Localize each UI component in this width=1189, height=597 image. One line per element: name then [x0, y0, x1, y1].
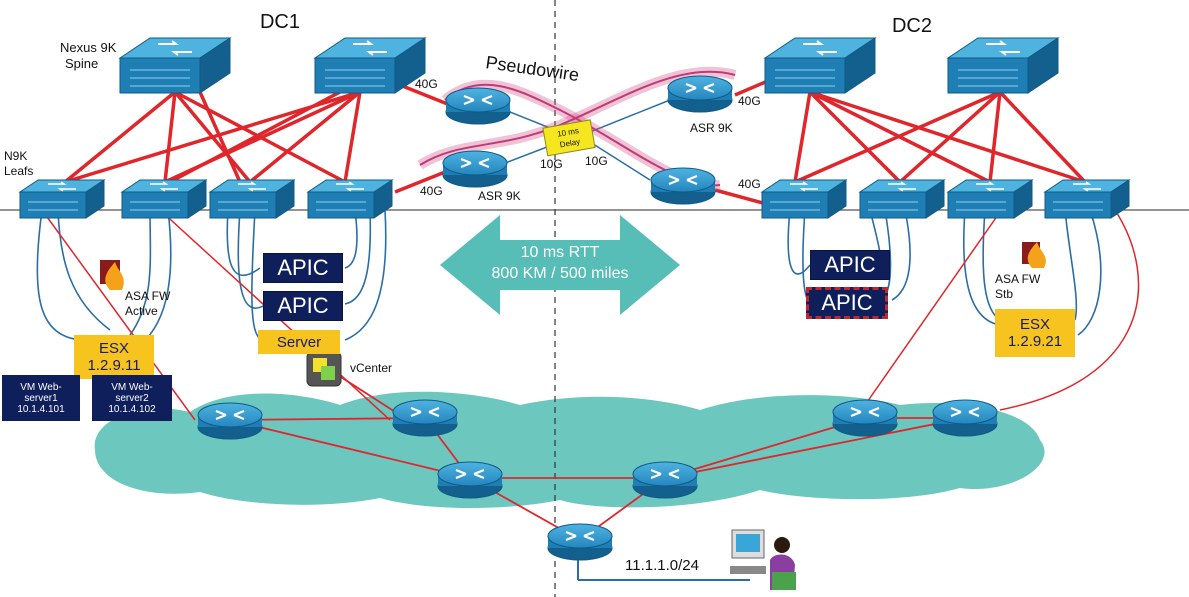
vm1-line2: server1 — [24, 392, 58, 404]
dc2-leaf-switch-1 — [761, 179, 847, 219]
delay-box: 10 ms Delay — [542, 119, 596, 157]
asa-dc2-line1: ASA FW — [995, 272, 1041, 286]
edge-router — [546, 522, 614, 562]
firewall-icon — [1022, 242, 1046, 268]
link-10g-left: 10G — [540, 157, 563, 171]
vm2-line1: VM Web- — [111, 381, 153, 393]
asa-dc2-line2: Stb — [995, 287, 1013, 301]
pseudowire-label: Pseudowire — [484, 52, 580, 85]
leaf-label-line2: Leafs — [4, 164, 33, 178]
dc1-leaf-switch-4 — [307, 179, 393, 219]
asr-router-dc2-top — [666, 74, 734, 114]
spine-label-line1: Nexus 9K — [60, 40, 117, 55]
wan-cloud — [94, 391, 1045, 509]
vm-webserver1: VM Web- server1 10.1.4.101 — [2, 375, 80, 421]
asr-router-dc2-bottom — [649, 166, 717, 206]
apic-box-dc1-2: APIC — [263, 291, 343, 321]
dc1-fabric-links — [63, 90, 362, 184]
dc2-title: DC2 — [892, 15, 932, 37]
asr-label-dc2: ASR 9K — [690, 121, 733, 135]
dc2-leaf-switch-4 — [1044, 179, 1130, 219]
asa-dc1-line2: Active — [125, 304, 158, 318]
asa-dc1-line1: ASA FW — [125, 289, 171, 303]
esx-dc1-line1: ESX — [98, 340, 129, 357]
dc2-fabric-links — [793, 90, 1087, 184]
dc2-spine-switch-2 — [947, 37, 1059, 94]
apic-box-dc1-1: APIC — [263, 253, 343, 283]
apic-box-dc2-standby: APIC — [806, 287, 888, 319]
vm1-line1: VM Web- — [20, 381, 62, 393]
spine-label-line2: Spine — [65, 56, 98, 71]
vm2-line2: server2 — [115, 392, 149, 404]
vcenter-icon — [306, 351, 342, 387]
dc2-red-host-links — [864, 209, 1140, 411]
link-10g-right: 10G — [585, 154, 608, 168]
server-box: Server — [258, 330, 340, 354]
rtt-line1: 10 ms RTT — [521, 244, 600, 261]
user-workstation-icon — [730, 529, 796, 590]
vm2-line3: 10.1.4.102 — [108, 403, 156, 415]
wan-router-6 — [931, 398, 999, 438]
link-40g-dc1-bottom: 40G — [420, 184, 443, 198]
link-40g-dc2-bottom: 40G — [738, 177, 761, 191]
esx-dc2-line1: ESX — [1019, 316, 1050, 333]
wan-router-2 — [391, 398, 459, 438]
asr-router-dc1-bottom — [441, 149, 509, 189]
wan-router-4 — [631, 460, 699, 500]
link-40g-dc1-top: 40G — [415, 77, 438, 91]
dc1-spine-switch-2 — [314, 37, 426, 94]
wan-router-3 — [436, 460, 504, 500]
subnet-label: 11.1.1.0/24 — [625, 557, 699, 574]
delay-line1: 10 ms — [557, 126, 580, 139]
dc2-leaf-switch-3 — [947, 179, 1033, 219]
rtt-line2: 800 KM / 500 miles — [492, 265, 629, 282]
esx-dc2-line2: 1.2.9.21 — [1007, 333, 1063, 350]
apic-box-dc2-1: APIC — [810, 250, 890, 280]
dc2-spine-switch-1 — [764, 37, 876, 94]
dc1-leaf-switch-2 — [121, 179, 207, 219]
vm-webserver2: VM Web- server2 10.1.4.102 — [92, 375, 172, 421]
firewall-icon — [100, 260, 124, 290]
leaf-label-line1: N9K — [4, 149, 27, 163]
dc1-spine-switch-1 — [119, 37, 231, 94]
vcenter-label: vCenter — [350, 361, 392, 375]
esx-dc1-line2: 1.2.9.11 — [87, 357, 141, 374]
dc1-leaf-switch-1 — [19, 179, 105, 219]
link-40g-dc2-top: 40G — [738, 94, 761, 108]
asr-router-dc1-top — [444, 86, 512, 126]
esx-host-dc2: ESX 1.2.9.21 — [995, 309, 1075, 357]
dc1-title: DC1 — [260, 11, 300, 33]
dc1-leaf-switch-3 — [209, 179, 295, 219]
vm1-line3: 10.1.4.101 — [17, 403, 65, 415]
wan-router-5 — [831, 398, 899, 438]
rtt-arrow — [440, 215, 680, 315]
dc2-leaf-switch-2 — [859, 179, 945, 219]
dci-links — [394, 78, 771, 207]
wan-router-1 — [196, 401, 264, 441]
delay-line2: Delay — [559, 137, 581, 149]
esx-host-dc1: ESX 1.2.9.11 — [74, 335, 154, 379]
asr-label-dc1: ASR 9K — [478, 189, 521, 203]
